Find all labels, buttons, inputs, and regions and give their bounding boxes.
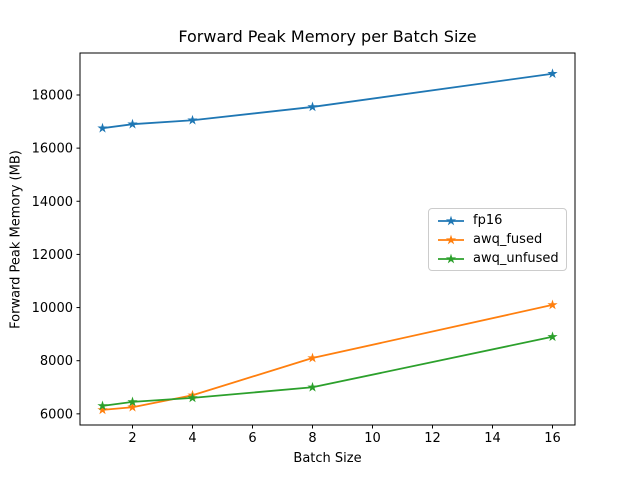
legend-label: fp16 (473, 213, 503, 228)
data-point-awq_fused (307, 352, 318, 363)
y-tick-label: 14000 (32, 195, 73, 210)
y-tick-label: 6000 (40, 407, 73, 422)
data-point-fp16 (187, 114, 198, 125)
y-tick-label: 10000 (32, 301, 73, 316)
x-tick-label: 8 (308, 431, 316, 446)
data-point-awq_fused (127, 401, 138, 412)
y-axis-label: Forward Peak Memory (MB) (8, 150, 24, 329)
legend-label: awq_fused (473, 232, 543, 247)
legend-item-fp16: fp16 (429, 211, 566, 230)
x-tick-label: 12 (424, 431, 441, 446)
legend-marker-awq_fused (438, 234, 464, 244)
legend-item-awq_unfused: awq_unfused (429, 249, 566, 268)
y-tick-label: 8000 (40, 354, 73, 369)
data-point-fp16 (97, 122, 108, 133)
x-tick-label: 2 (128, 431, 136, 446)
data-point-awq_unfused (547, 331, 558, 342)
legend: fp16 awq_fused awq_unfused (428, 208, 567, 271)
legend-label: awq_unfused (473, 251, 559, 266)
x-tick-label: 10 (364, 431, 381, 446)
data-point-awq_fused (547, 299, 558, 310)
data-point-awq_unfused (307, 381, 318, 392)
data-point-awq_unfused (127, 396, 138, 407)
data-point-fp16 (127, 118, 138, 129)
data-point-fp16 (547, 68, 558, 79)
data-point-awq_unfused (187, 392, 198, 403)
x-axis-label: Batch Size (293, 451, 362, 466)
chart-title: Forward Peak Memory per Batch Size (178, 27, 477, 46)
legend-marker-awq_unfused (438, 253, 464, 263)
data-point-awq_fused (97, 404, 108, 415)
legend-item-awq_fused: awq_fused (429, 230, 566, 249)
y-tick-label: 12000 (32, 248, 73, 263)
legend-marker-fp16 (438, 215, 464, 225)
x-tick-label: 14 (484, 431, 501, 446)
x-tick-label: 16 (544, 431, 561, 446)
x-tick-label: 4 (188, 431, 196, 446)
y-tick-label: 16000 (32, 142, 73, 157)
y-tick-label: 18000 (32, 88, 73, 103)
x-tick-label: 6 (248, 431, 256, 446)
data-point-fp16 (307, 101, 318, 112)
data-point-awq_unfused (97, 400, 108, 411)
